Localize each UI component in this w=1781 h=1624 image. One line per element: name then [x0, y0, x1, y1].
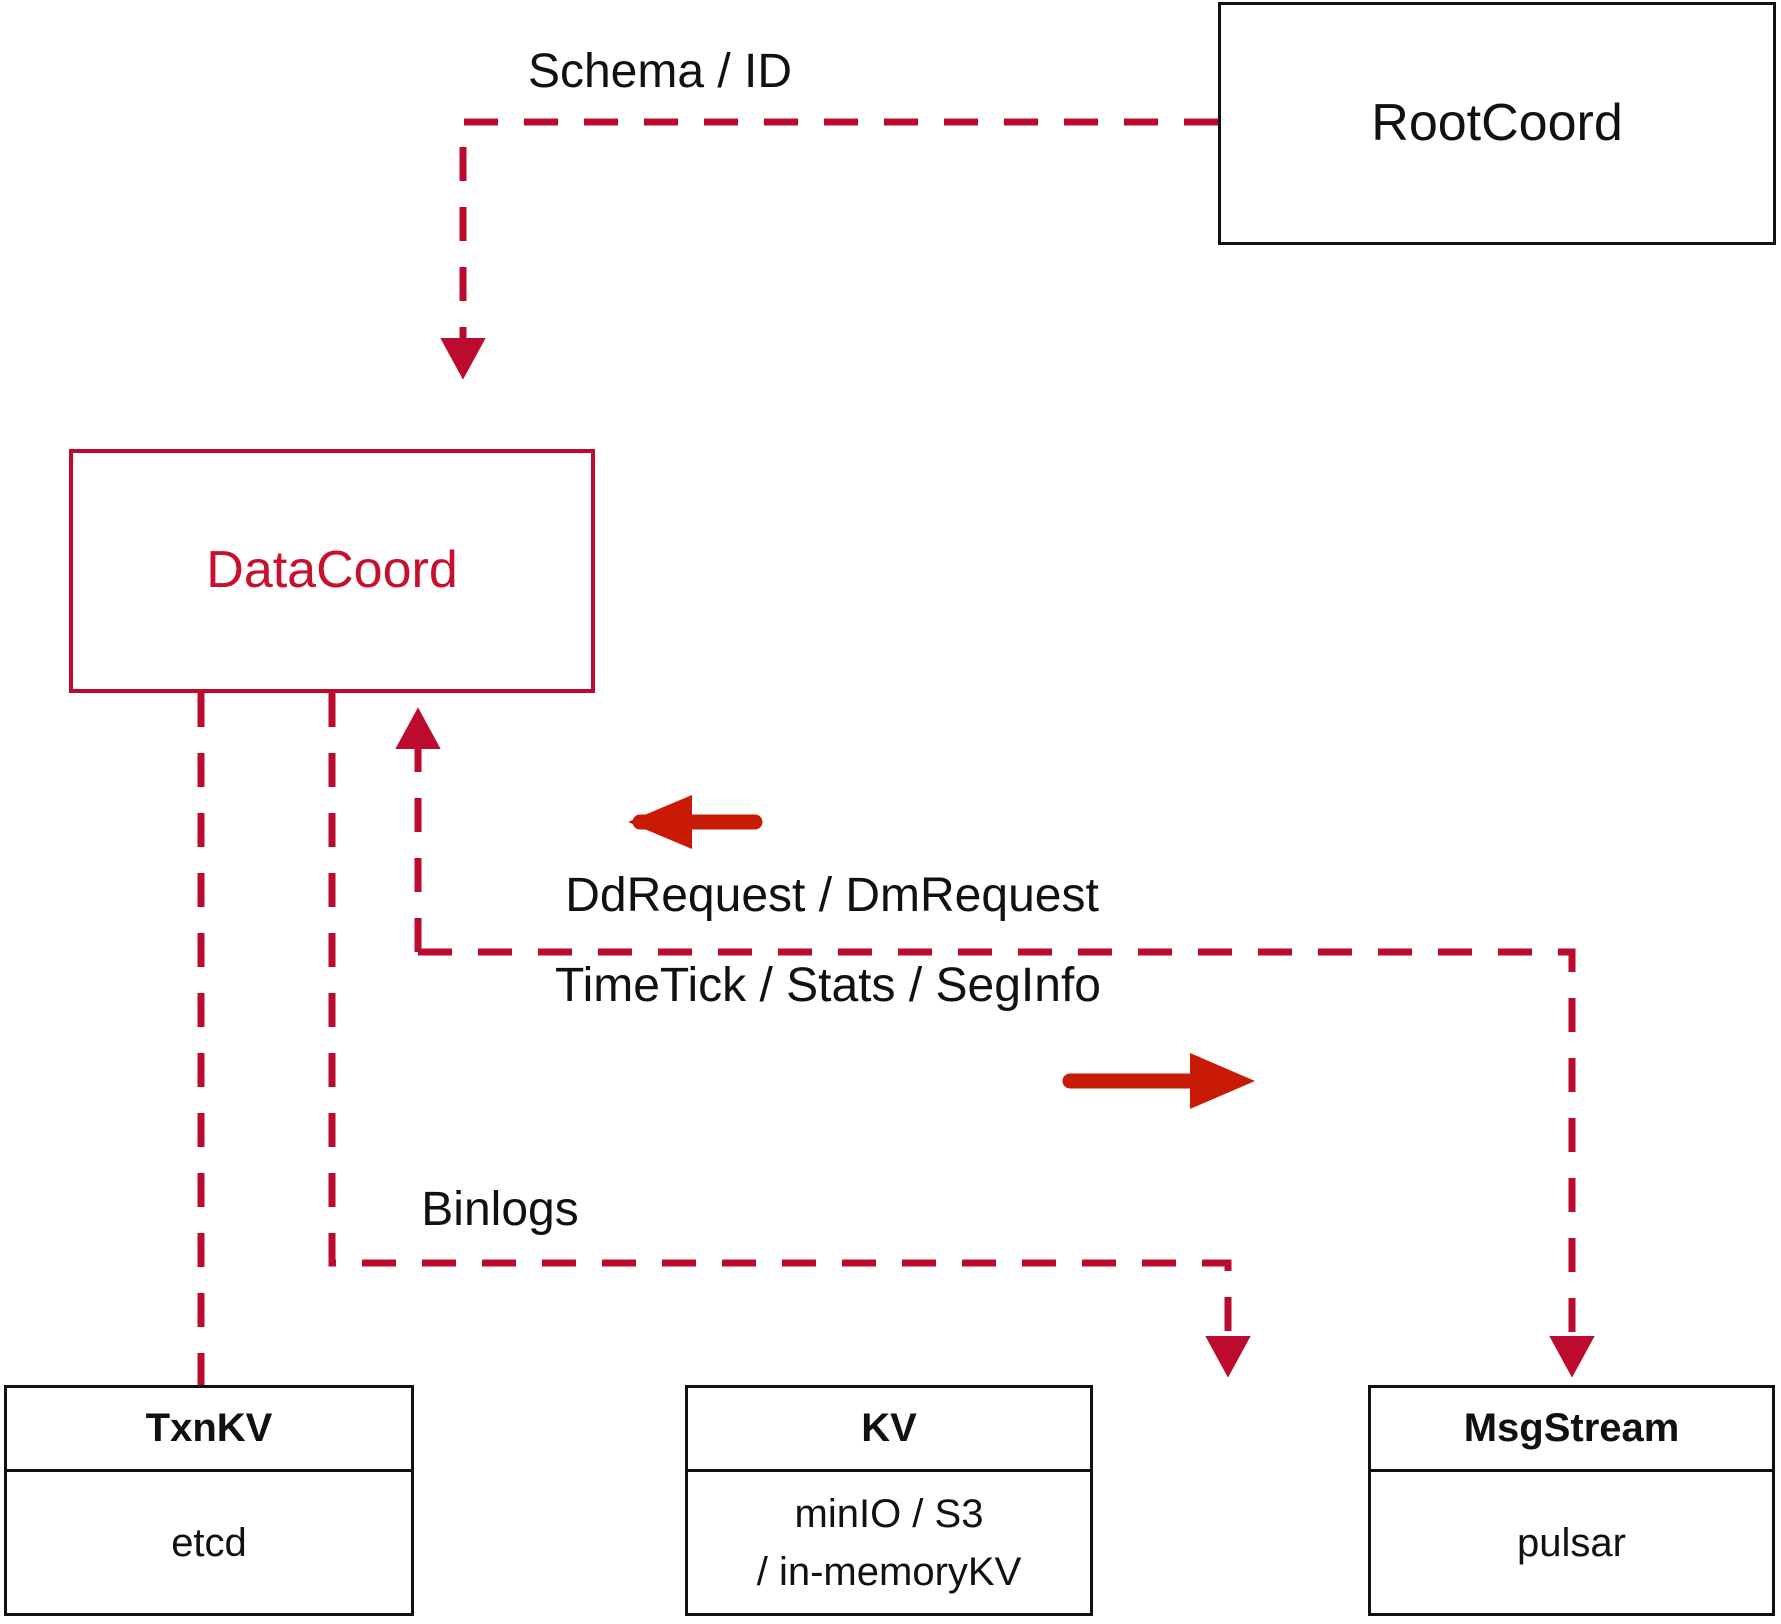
node-kv-title: KV — [688, 1388, 1090, 1472]
node-msgstream[interactable]: MsgStream pulsar — [1368, 1385, 1775, 1616]
node-kv[interactable]: KV minIO / S3 / in-memoryKV — [685, 1385, 1093, 1616]
node-txnkv-title: TxnKV — [7, 1388, 411, 1472]
node-msgstream-body-line-1: pulsar — [1517, 1520, 1626, 1565]
edge-binlogs — [328, 693, 1251, 1378]
dd-dm-request-direction-arrow — [628, 795, 763, 849]
node-kv-body-line-1: minIO / S3 — [794, 1491, 984, 1536]
node-kv-body-line-2: / in-memoryKV — [756, 1549, 1022, 1594]
node-txnkv[interactable]: TxnKV etcd — [4, 1385, 414, 1616]
node-kv-body: minIO / S3 / in-memoryKV — [688, 1472, 1090, 1613]
edge-label-binlogs: Binlogs — [421, 1183, 579, 1236]
node-rootcoord[interactable]: RootCoord — [1218, 2, 1776, 245]
edge-label-dd-dm-request: DdRequest / DmRequest — [565, 869, 1099, 922]
edge-schema-id — [440, 118, 1218, 380]
node-msgstream-title: MsgStream — [1371, 1388, 1772, 1472]
edge-label-timetick-stats-seginfo: TimeTick / Stats / SegInfo — [555, 959, 1101, 1012]
node-txnkv-body: etcd — [7, 1472, 411, 1613]
edge-msgstream-bus — [395, 707, 1595, 1378]
node-datacoord[interactable]: DataCoord — [69, 449, 595, 693]
node-datacoord-label: DataCoord — [206, 541, 458, 600]
timetick-direction-arrow — [1062, 1053, 1255, 1109]
node-rootcoord-label: RootCoord — [1371, 93, 1623, 152]
edge-label-schema-id: Schema / ID — [527, 45, 793, 98]
node-msgstream-body: pulsar — [1371, 1472, 1772, 1613]
node-txnkv-body-line-1: etcd — [171, 1520, 247, 1565]
